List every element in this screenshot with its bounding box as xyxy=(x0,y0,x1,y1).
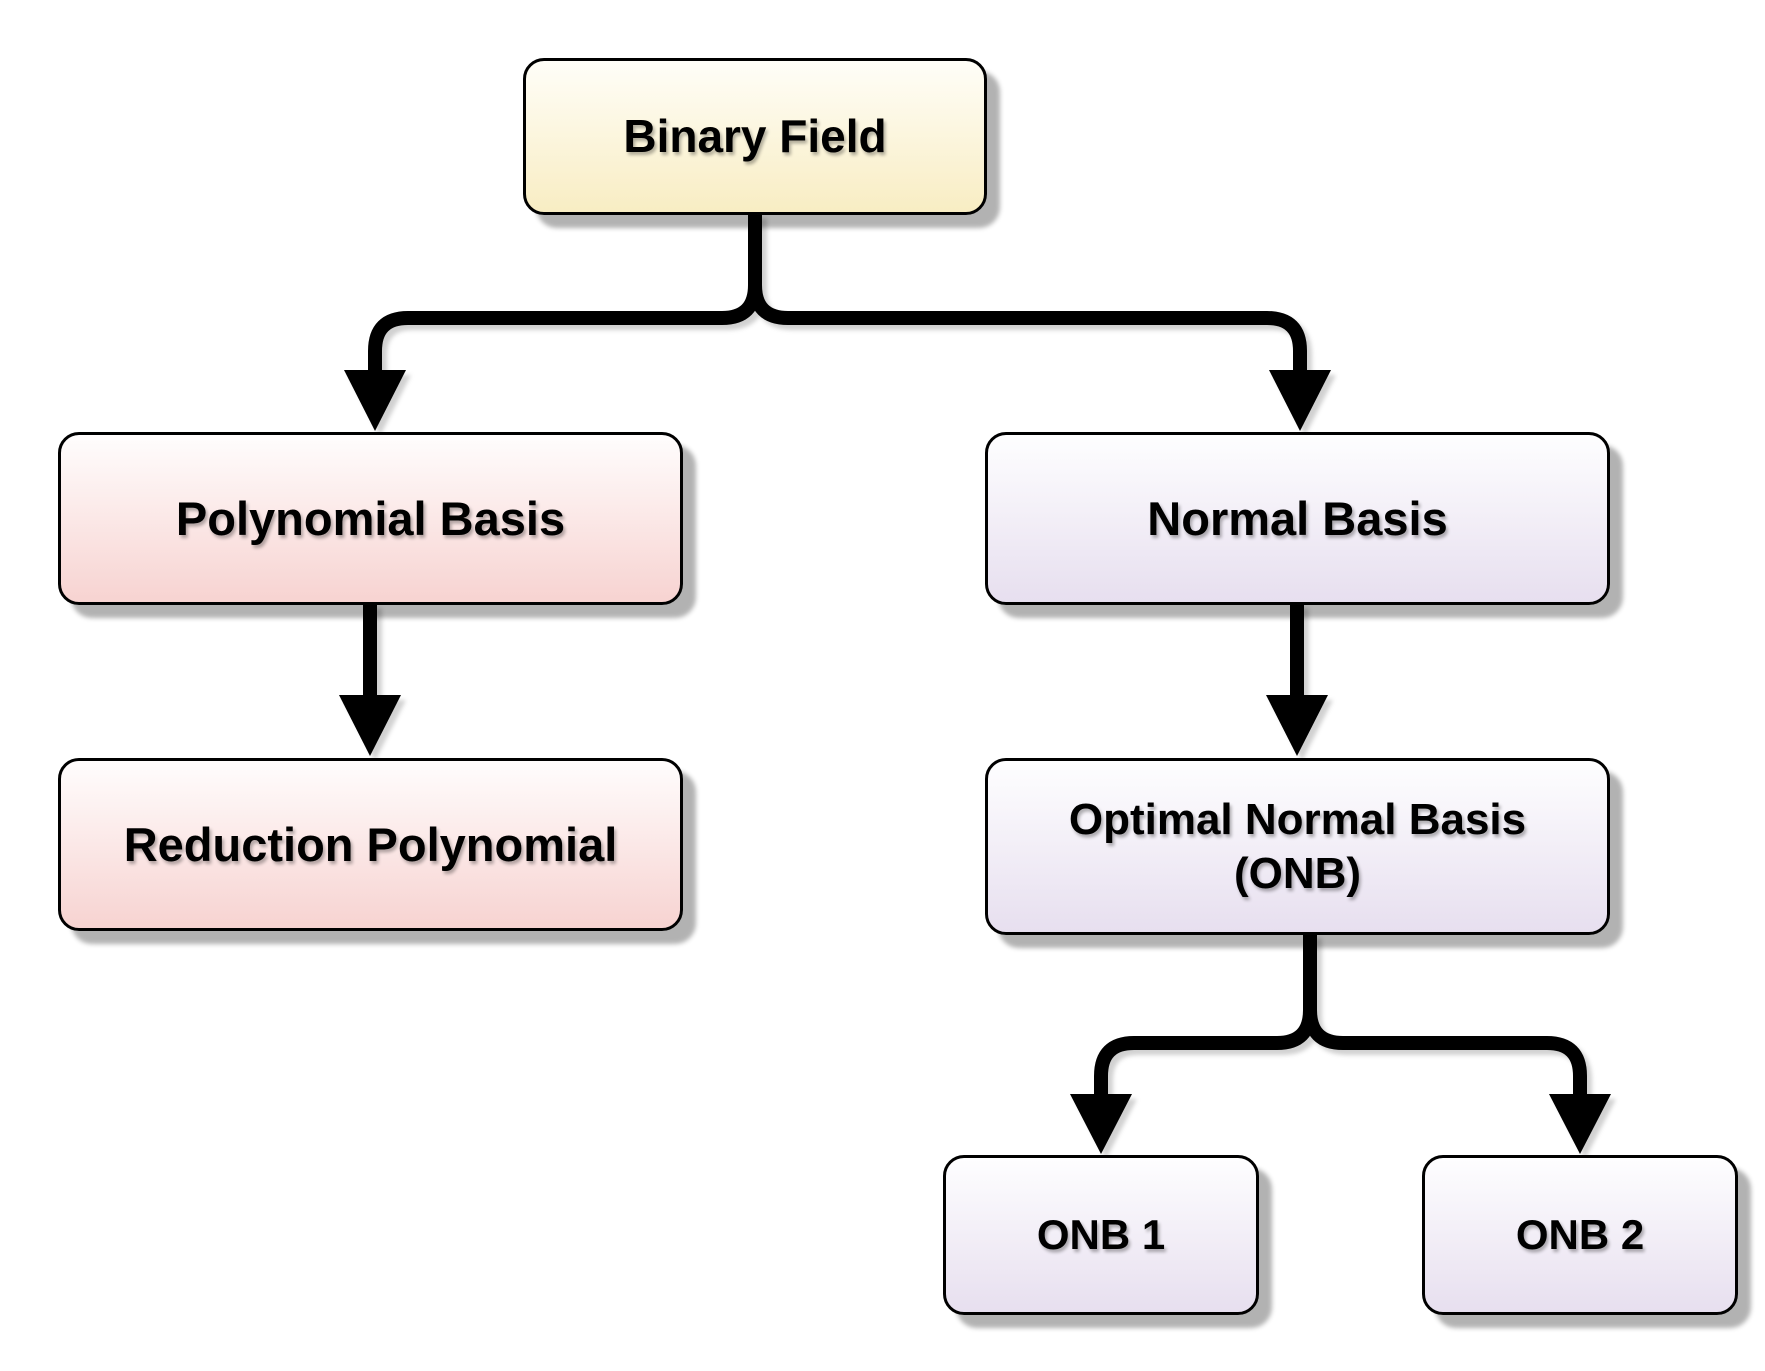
node-onb2: ONB 2 xyxy=(1422,1155,1738,1315)
node-optimal-normal-basis-label-line2: (ONB) xyxy=(1233,848,1362,898)
node-reduction-polynomial: Reduction Polynomial xyxy=(58,758,683,931)
node-optimal-normal-basis: Optimal Normal Basis (ONB) xyxy=(985,758,1610,935)
node-optimal-normal-basis-label-line1: Optimal Normal Basis xyxy=(1068,794,1527,844)
edge-binaryfield-normalbasis xyxy=(748,213,1331,431)
node-reduction-polynomial-label: Reduction Polynomial xyxy=(123,817,618,871)
node-polynomial-basis-label: Polynomial Basis xyxy=(175,491,566,545)
node-normal-basis-label: Normal Basis xyxy=(1147,491,1448,545)
node-onb1-label: ONB 1 xyxy=(1036,1211,1166,1259)
arrowhead-icon xyxy=(1269,370,1331,431)
node-normal-basis: Normal Basis xyxy=(985,432,1610,605)
arrowhead-icon xyxy=(1266,695,1328,756)
edge-onb-onb2 xyxy=(1303,933,1611,1154)
edge-polynomialbasis-reductionpolynomial xyxy=(339,603,401,756)
edge-binaryfield-polynomialbasis xyxy=(344,213,762,431)
arrowhead-icon xyxy=(1070,1094,1132,1154)
arrowhead-icon xyxy=(339,695,401,756)
edge-onb-onb1 xyxy=(1070,933,1317,1154)
node-binary-field-label: Binary Field xyxy=(623,110,887,163)
arrowhead-icon xyxy=(344,370,406,431)
node-onb1: ONB 1 xyxy=(943,1155,1259,1315)
node-polynomial-basis: Polynomial Basis xyxy=(58,432,683,605)
arrowhead-icon xyxy=(1549,1094,1611,1154)
node-binary-field: Binary Field xyxy=(523,58,987,215)
edge-normalbasis-onb xyxy=(1266,603,1328,756)
node-onb2-label: ONB 2 xyxy=(1515,1211,1645,1259)
